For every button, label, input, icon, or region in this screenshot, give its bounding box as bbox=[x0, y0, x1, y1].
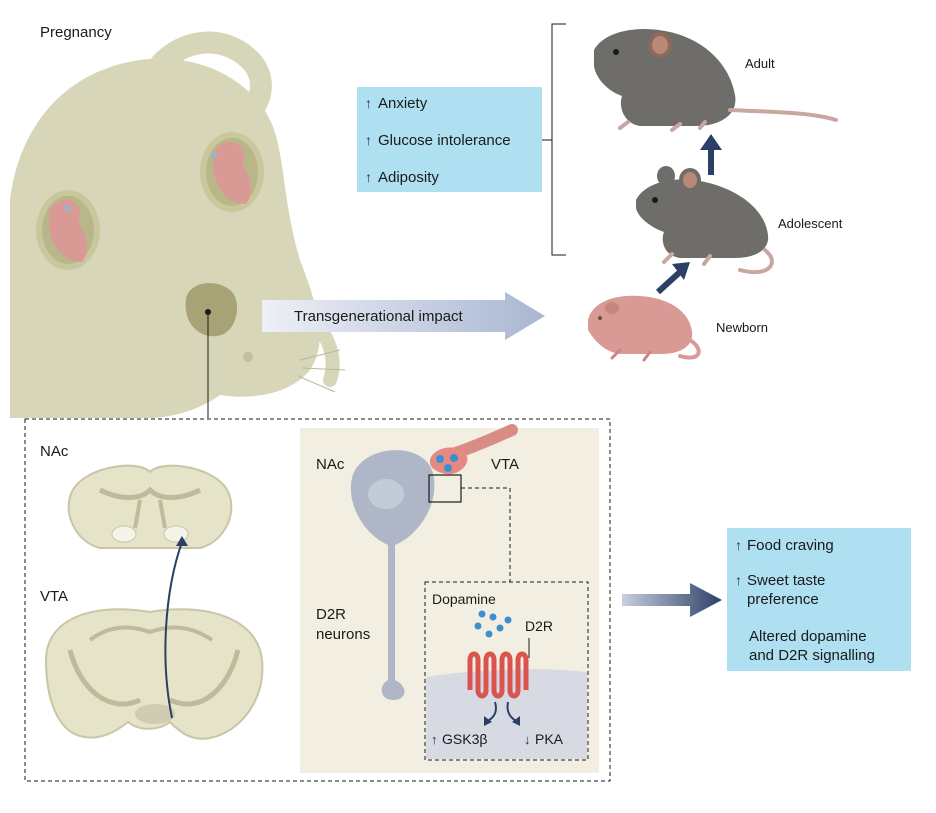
up-arrow-icon: ↑ bbox=[365, 95, 372, 111]
d2r-receptor-label: D2R bbox=[525, 618, 553, 634]
d2r-neurons-label-line2: neurons bbox=[316, 626, 370, 643]
effect-item: Glucose intolerance bbox=[378, 132, 511, 149]
outcome-item: preference bbox=[747, 591, 819, 608]
newborn-mouse-illustration bbox=[588, 295, 701, 362]
up-arrow-icon: ↑ bbox=[431, 732, 438, 747]
vta-brain-section bbox=[44, 608, 264, 740]
pregnancy-title: Pregnancy bbox=[40, 24, 112, 41]
projection-arrow bbox=[164, 541, 183, 719]
vta-label: VTA bbox=[40, 588, 68, 605]
up-arrow-icon: ↑ bbox=[365, 132, 372, 148]
outcome-arrow bbox=[622, 583, 722, 617]
neuron-nac-label: NAc bbox=[316, 456, 345, 473]
dopamine-molecules bbox=[474, 610, 512, 638]
arrowhead-icon bbox=[176, 536, 188, 546]
gsk3b-label: GSK3β bbox=[442, 731, 487, 747]
adolescent-mouse-illustration bbox=[636, 166, 774, 275]
adult-mouse-illustration bbox=[594, 29, 838, 132]
growth-arrow-icon bbox=[655, 262, 690, 295]
nac-brain-section bbox=[67, 464, 233, 549]
zoom-connector bbox=[461, 487, 511, 582]
brain-detail-box bbox=[24, 418, 611, 782]
stage-bracket bbox=[551, 23, 566, 256]
d2r-receptor-icon bbox=[467, 651, 529, 699]
transgenerational-arrow bbox=[262, 292, 545, 340]
d2r-neuron bbox=[350, 450, 435, 700]
down-arrow-icon: ↓ bbox=[524, 732, 531, 747]
effect-item: Anxiety bbox=[378, 95, 428, 112]
effects-box: ↑ Anxiety ↑ Glucose intolerance ↑ Adipos… bbox=[357, 87, 542, 192]
up-arrow-icon: ↑ bbox=[735, 537, 742, 553]
outcome-item: and D2R signalling bbox=[749, 647, 875, 664]
outcomes-box: ↑ Food craving ↑ Sweet taste preference … bbox=[727, 528, 911, 671]
effect-item: Adiposity bbox=[378, 169, 439, 186]
growth-arrow-icon bbox=[700, 134, 722, 175]
d2r-neurons-label-line1: D2R bbox=[316, 606, 346, 623]
neuron-vta-label: VTA bbox=[491, 456, 519, 473]
newborn-label: Newborn bbox=[716, 320, 768, 335]
pka-label: PKA bbox=[535, 731, 564, 747]
vta-axon bbox=[429, 424, 518, 475]
up-arrow-icon: ↑ bbox=[735, 572, 742, 588]
dopamine-label: Dopamine bbox=[432, 591, 496, 607]
nac-label: NAc bbox=[40, 443, 69, 460]
up-arrow-icon: ↑ bbox=[365, 169, 372, 185]
pregnant-mouse-illustration bbox=[10, 31, 346, 418]
adult-label: Adult bbox=[745, 56, 775, 71]
transgenerational-label: Transgenerational impact bbox=[294, 308, 464, 325]
outcome-item: Altered dopamine bbox=[749, 628, 867, 645]
postsynaptic-membrane bbox=[426, 669, 587, 759]
adolescent-label: Adolescent bbox=[778, 216, 843, 231]
outcome-item: Food craving bbox=[747, 537, 834, 554]
outcome-item: Sweet taste bbox=[747, 572, 825, 589]
